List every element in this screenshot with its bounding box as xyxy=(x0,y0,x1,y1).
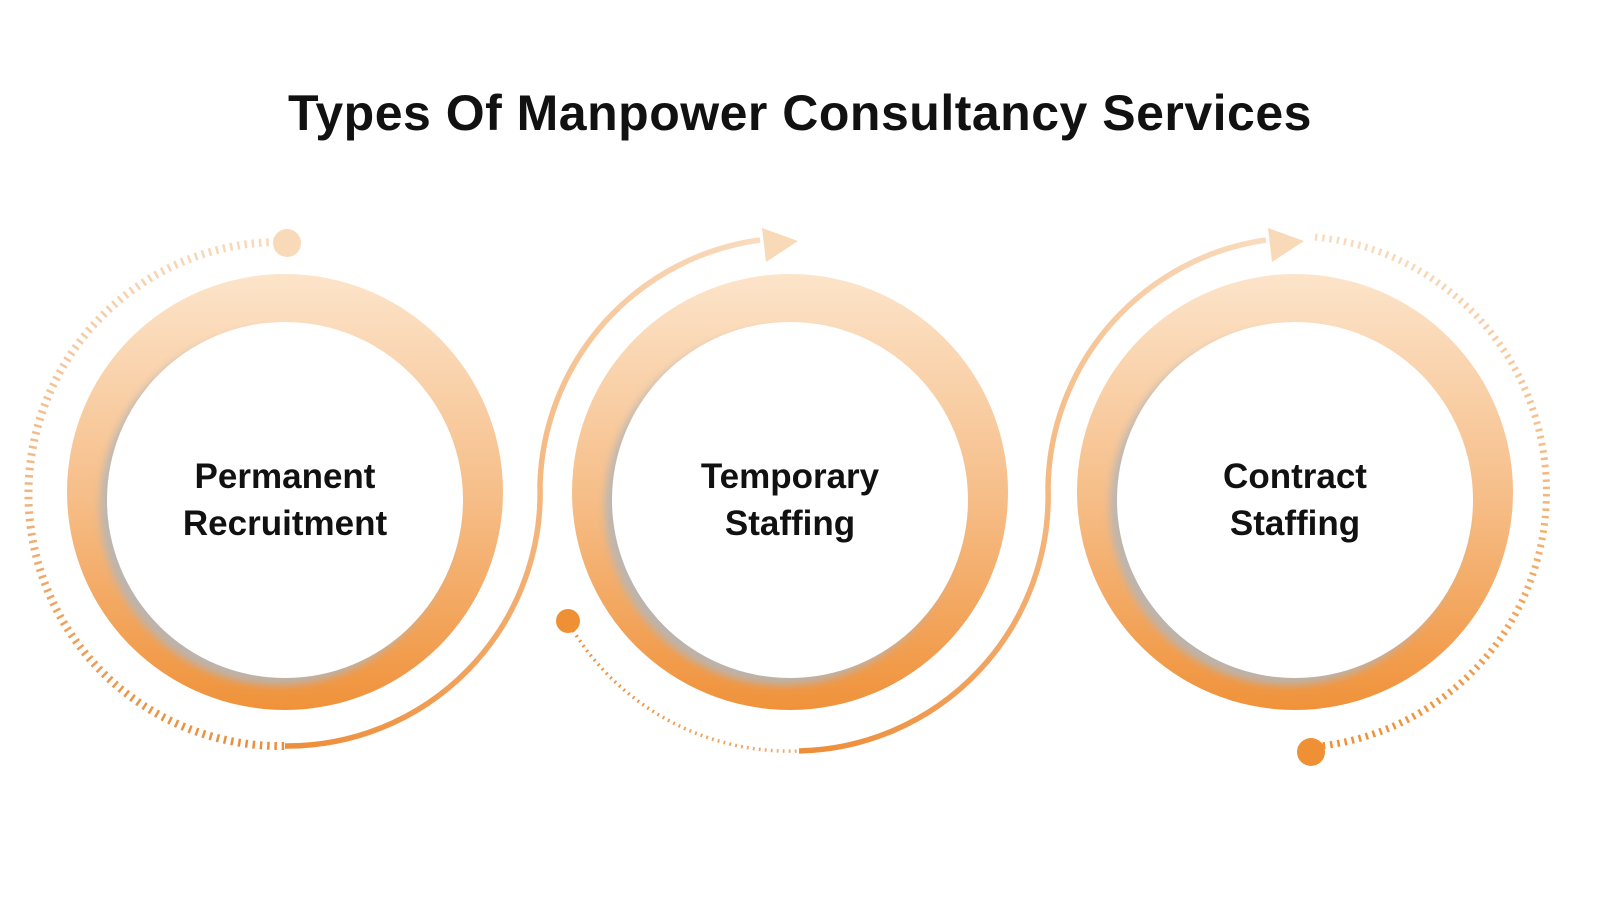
flow-dot-start xyxy=(273,229,301,257)
flow-dot-end xyxy=(1297,738,1325,766)
flow-arc-dotted-1 xyxy=(24,238,286,751)
arrow-icon xyxy=(762,228,798,262)
service-label-line1: Temporary xyxy=(700,457,880,496)
flow-curve-1 xyxy=(284,237,761,749)
inner-disc xyxy=(1117,322,1473,678)
service-label: Contract Staffing xyxy=(1117,322,1473,678)
inner-disc xyxy=(107,322,463,678)
arrow-icon xyxy=(1268,228,1304,262)
service-label: Temporary Staffing xyxy=(612,322,968,678)
service-circle-permanent-recruitment: Permanent Recruitment xyxy=(67,274,503,710)
flow-arc-dotted-3 xyxy=(1310,233,1550,751)
service-label-line1: Permanent xyxy=(194,457,376,496)
service-label-line2: Staffing xyxy=(1229,504,1361,543)
service-label-line2: Staffing xyxy=(724,504,856,543)
service-circle-contract-staffing: Contract Staffing xyxy=(1077,274,1513,710)
service-label-line2: Recruitment xyxy=(182,504,388,543)
diagram-title: Types Of Manpower Consultancy Services xyxy=(288,85,1312,141)
service-label-line1: Contract xyxy=(1223,457,1367,496)
service-circle-temporary-staffing: Temporary Staffing xyxy=(572,274,1008,710)
service-label: Permanent Recruitment xyxy=(107,322,463,678)
flow-curve-2 xyxy=(798,237,1267,754)
inner-disc xyxy=(612,322,968,678)
flow-dot-mid xyxy=(556,609,580,633)
